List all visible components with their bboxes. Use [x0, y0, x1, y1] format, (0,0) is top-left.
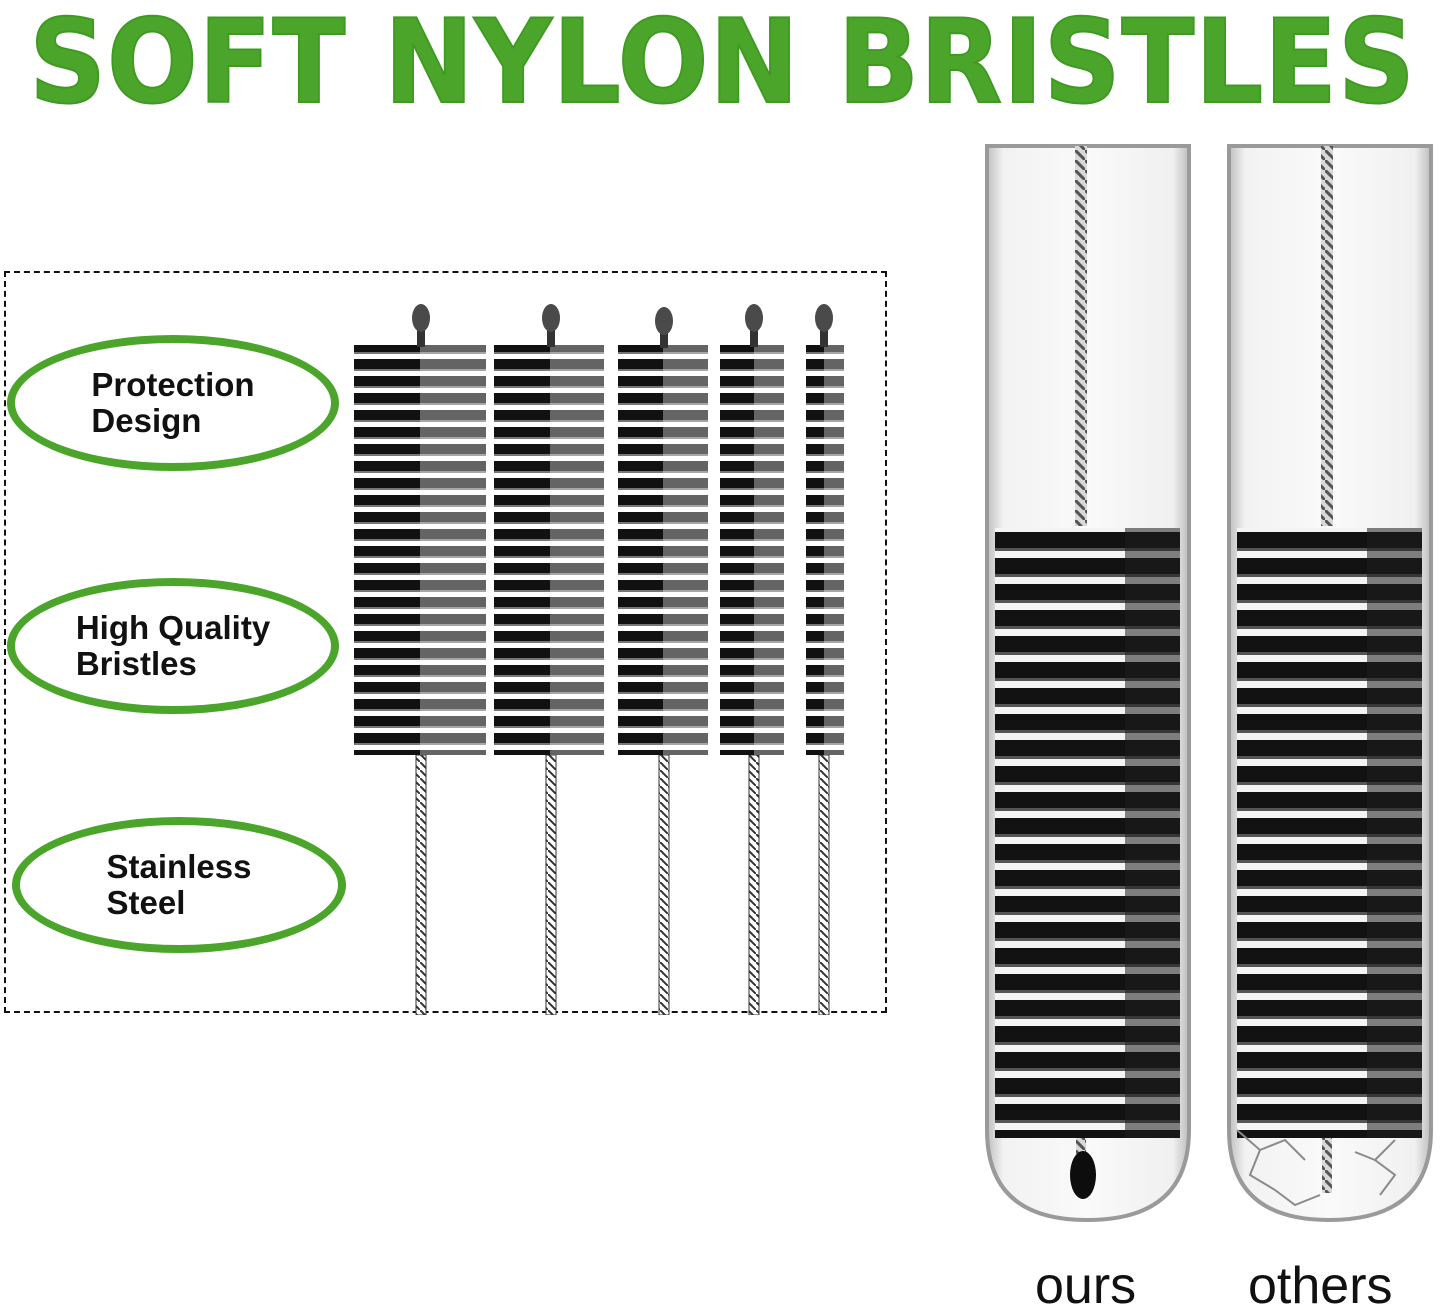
- tube-comparison-illustration: [985, 144, 1433, 1223]
- feature-badge-stainless-steel: Stainless Steel: [12, 817, 346, 953]
- feature-badge-protection-design: Protection Design: [7, 335, 339, 471]
- brush-set-frame: [4, 271, 887, 1013]
- feature-label: Protection Design: [91, 366, 255, 439]
- brush-1: [354, 304, 486, 1015]
- feature-badge-high-quality-bristles: High Quality Bristles: [7, 578, 339, 714]
- glass-crack-icon: [1236, 1129, 1397, 1207]
- brush-2: [494, 304, 604, 1015]
- tube-label-others: others: [1248, 1257, 1393, 1315]
- brush-set-illustration: [354, 304, 844, 1015]
- brush-4: [720, 304, 784, 1015]
- protective-tip-icon: [1070, 1151, 1096, 1199]
- tube-ours: [985, 144, 1191, 1223]
- tube-others: [1227, 144, 1433, 1223]
- brush-3: [618, 307, 708, 1015]
- feature-label: Stainless Steel: [106, 848, 252, 921]
- brush-5: [806, 304, 844, 1015]
- tube-label-ours: ours: [1035, 1257, 1137, 1315]
- feature-label: High Quality Bristles: [75, 609, 271, 682]
- headline: SOFT NYLON BRISTLES: [28, 0, 1416, 130]
